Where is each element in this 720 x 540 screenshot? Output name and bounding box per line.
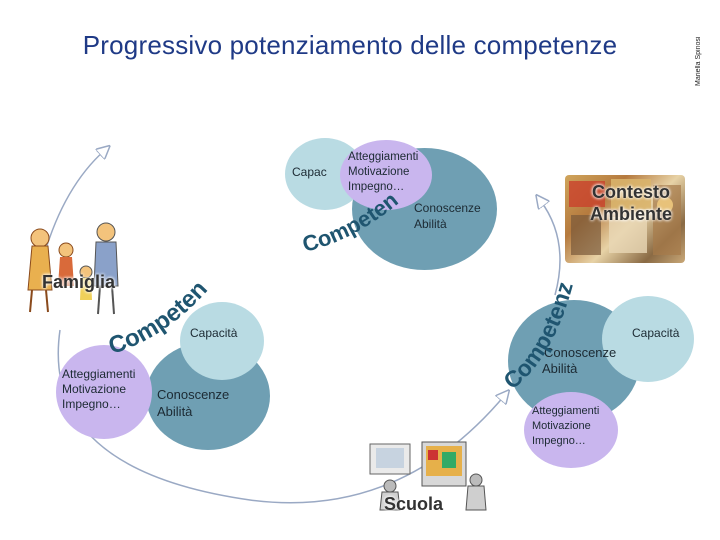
top-capacita-text: Capac xyxy=(292,165,327,179)
top-atteggiamenti-text: Atteggiamenti xyxy=(348,151,418,165)
left-impegno-text: Impegno… xyxy=(62,397,121,411)
famiglia-image xyxy=(18,220,136,320)
contesto-label-2: Ambiente xyxy=(590,204,672,225)
top-motivazione-text: Motivazione xyxy=(348,166,409,180)
left-conoscenze-text: Conoscenze xyxy=(157,387,229,403)
famiglia-label: Famiglia xyxy=(42,272,115,293)
contesto-label-1: Contesto xyxy=(592,182,670,203)
scuola-label: Scuola xyxy=(384,494,443,515)
competenze-text-top: Competenze xyxy=(300,190,403,257)
svg-text:Competenze: Competenze xyxy=(490,280,578,394)
competenze-text-right: Competenze xyxy=(490,280,578,394)
right-motivazione-text: Motivazione xyxy=(532,420,591,433)
competenze-arc-right: Competenze xyxy=(490,280,590,395)
right-atteggiamenti-text: Atteggiamenti xyxy=(532,405,599,418)
left-motivazione-text: Motivazione xyxy=(62,382,126,396)
svg-text:Competenze: Competenze xyxy=(300,190,403,257)
top-conoscenze-text: Conoscenze xyxy=(414,201,481,215)
left-atteggiamenti-text: Atteggiamenti xyxy=(62,367,135,381)
competenze-arc-top: Competenze xyxy=(300,190,420,260)
left-abilita-text: Abilità xyxy=(157,404,192,420)
right-impegno-text: Impegno… xyxy=(532,435,586,448)
right-capacita-text: Capacità xyxy=(632,326,679,340)
